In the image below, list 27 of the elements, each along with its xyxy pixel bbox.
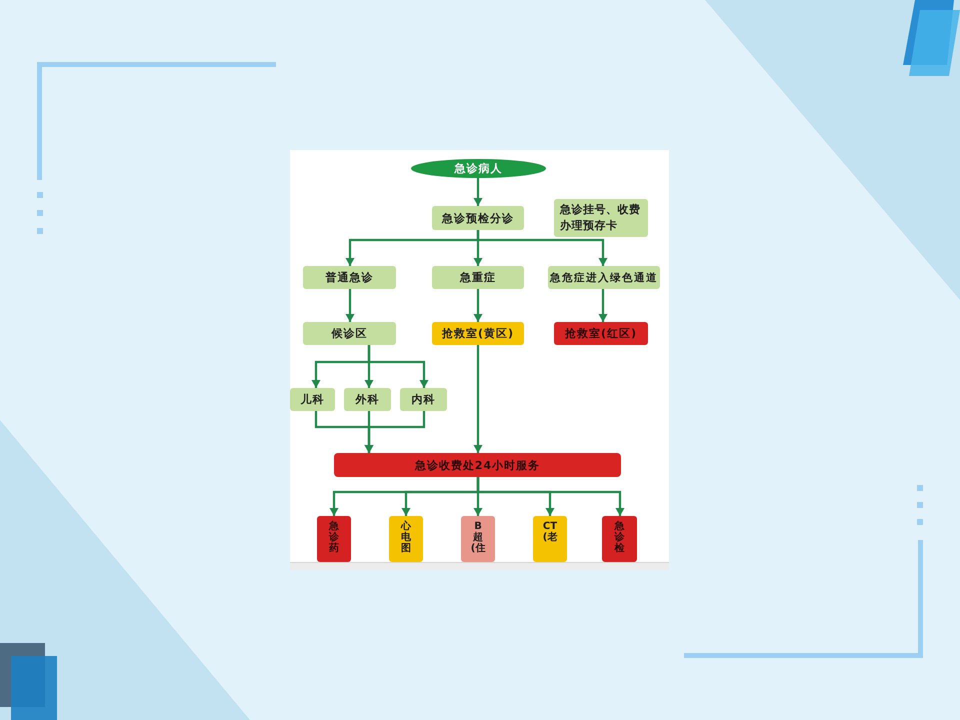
process-box: 急诊预检分诊 [432, 206, 524, 230]
process-box: 急危症进入绿色通道 [548, 266, 660, 289]
process-box: 外科 [344, 388, 391, 411]
arrow [476, 230, 608, 266]
start-ellipse: 急诊病人 [411, 159, 546, 178]
arrow [474, 345, 482, 453]
process-box: 候诊区 [303, 322, 396, 345]
process-box: 急重症 [432, 266, 524, 289]
arrow [346, 289, 354, 322]
process-box: 抢救室(红区) [554, 322, 648, 345]
process-box: 抢救室(黄区) [432, 322, 524, 345]
arrow [364, 411, 426, 453]
service-bar: 急诊收费处24小时服务 [334, 453, 621, 477]
service-box: 急诊药 [317, 516, 351, 562]
note-box: 急诊挂号、收费办理预存卡 [554, 199, 648, 237]
arrow [474, 178, 482, 206]
process-box: 内科 [400, 388, 447, 411]
process-box: 儿科 [290, 388, 335, 411]
arrow [474, 289, 482, 322]
arrow [598, 289, 608, 322]
arrow [368, 345, 428, 388]
arrow [476, 477, 624, 516]
service-box: 急诊检 [602, 516, 637, 562]
process-box: 普通急诊 [303, 266, 396, 289]
service-box: B超(住 [461, 516, 495, 562]
service-box: 心电图 [389, 516, 423, 562]
service-box: CT(老 [533, 516, 567, 562]
